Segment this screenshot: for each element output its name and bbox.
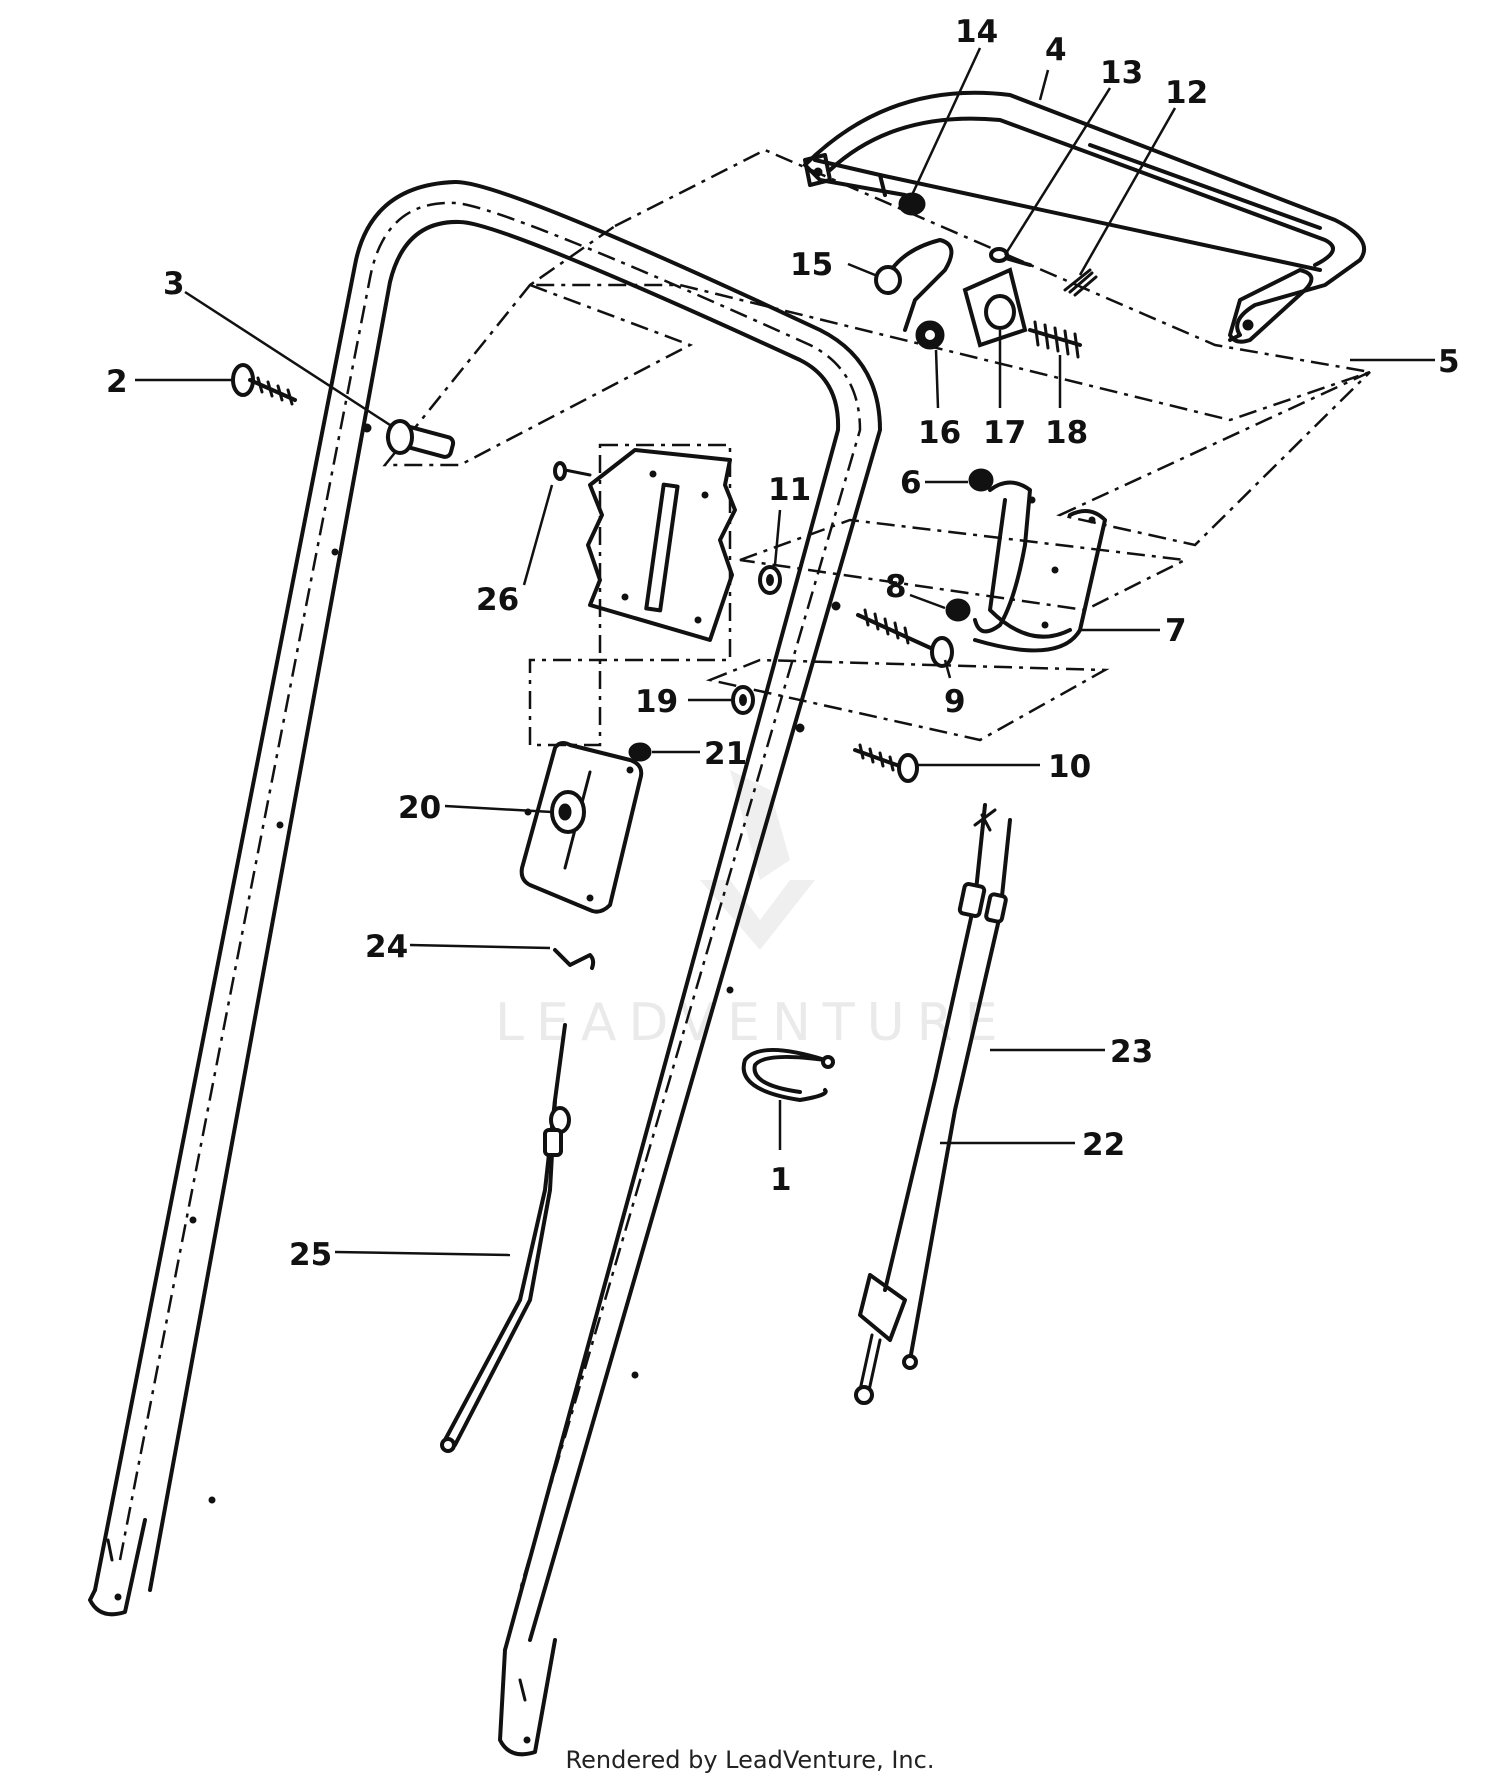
cover-plate-part-26 [555, 450, 780, 713]
callout-5: 5 [1438, 344, 1460, 380]
callout-4: 4 [1045, 32, 1067, 68]
cable-part-25 [442, 1025, 569, 1451]
callout-9: 9 [944, 684, 966, 720]
callout-22: 22 [1082, 1127, 1125, 1163]
clamp-part-1 [744, 1050, 833, 1100]
speed-control-part-20 [522, 743, 651, 912]
callout-25: 25 [289, 1237, 332, 1273]
callout-10: 10 [1048, 749, 1091, 785]
callout-17: 17 [983, 415, 1026, 451]
callout-labels: 2 3 4 5 6 7 8 9 10 11 12 13 14 15 16 17 … [106, 14, 1460, 1273]
pin-part-3 [363, 421, 454, 458]
callout-23: 23 [1110, 1034, 1153, 1070]
clip-part-24 [555, 950, 593, 968]
callout-1: 1 [770, 1162, 792, 1198]
callout-16: 16 [918, 415, 961, 451]
callout-7: 7 [1165, 613, 1187, 649]
callout-18: 18 [1045, 415, 1088, 451]
callout-20: 20 [398, 790, 441, 826]
render-credit-footer: Rendered by LeadVenture, Inc. [565, 1746, 935, 1774]
latch-assembly [876, 193, 1096, 357]
bail-bar [805, 93, 1364, 342]
cables-part-22-23 [856, 805, 1010, 1403]
callout-8: 8 [885, 569, 907, 605]
callout-6: 6 [900, 465, 922, 501]
callout-21: 21 [704, 736, 747, 772]
callout-26: 26 [476, 582, 519, 618]
leader-lines [135, 48, 1435, 1255]
bolt-part-2 [233, 365, 295, 404]
watermark-text: LEADVENTURE [495, 993, 1010, 1053]
callout-3: 3 [163, 266, 185, 302]
callout-24: 24 [365, 929, 408, 965]
callout-19: 19 [635, 684, 678, 720]
callout-2: 2 [106, 364, 128, 400]
control-bracket-part-7 [796, 469, 1105, 781]
callout-12: 12 [1165, 75, 1208, 111]
callout-11: 11 [768, 472, 811, 508]
leadventure-watermark: LEADVENTURE [495, 770, 1010, 1053]
assembly-outlines [385, 150, 1370, 745]
callout-15: 15 [790, 247, 833, 283]
callout-14: 14 [955, 14, 998, 50]
callout-13: 13 [1100, 55, 1143, 91]
handle-tube [90, 182, 880, 1754]
pin-part-5 [1300, 350, 1360, 365]
